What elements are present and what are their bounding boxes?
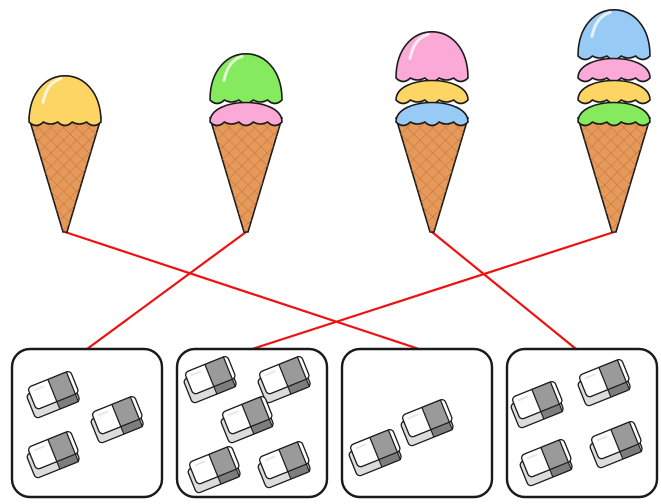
- scoop-pink: [209, 101, 283, 127]
- cone-waffle-pattern: [578, 118, 650, 232]
- scoop-yellow: [395, 79, 469, 105]
- ice-cream-row: [27, 9, 652, 233]
- ice-cream-3: [394, 31, 470, 233]
- eraser-icon: [220, 395, 274, 444]
- eraser-box-4[interactable]: [505, 347, 659, 499]
- eraser-icon: [90, 395, 144, 444]
- match-line-2-to-box-1[interactable]: [86, 231, 247, 350]
- eraser-icon: [257, 440, 311, 489]
- eraser-box-3[interactable]: [340, 347, 494, 499]
- connection-lines: [64, 230, 615, 351]
- scoop-blue: [395, 101, 469, 127]
- scoop-highlight: [408, 32, 430, 60]
- scoop-highlight: [41, 76, 63, 104]
- eraser-box-row: [10, 347, 659, 499]
- eraser-box-1[interactable]: [10, 347, 164, 499]
- eraser-icon: [577, 358, 631, 407]
- match-line-3-to-box-4[interactable]: [431, 231, 577, 350]
- eraser-icon: [183, 355, 237, 404]
- scoop-yellow: [28, 75, 102, 127]
- eraser-icon: [257, 355, 311, 404]
- eraser-icon: [187, 445, 241, 494]
- cone-waffle-pattern: [396, 118, 468, 232]
- eraser-icon: [400, 398, 454, 447]
- ice-cream-2: [208, 53, 284, 233]
- match-line-4-to-box-2[interactable]: [251, 230, 615, 351]
- eraser-icon: [26, 430, 80, 479]
- ice-cream-4: [576, 9, 652, 233]
- eraser-icon: [510, 380, 564, 429]
- eraser-icon: [26, 370, 80, 419]
- match-line-1-to-box-3[interactable]: [64, 230, 420, 351]
- eraser-icon: [519, 438, 573, 487]
- cone-waffle-pattern: [210, 118, 282, 232]
- scoop-blue: [577, 9, 651, 61]
- eraser-icon: [589, 420, 643, 469]
- scoop-pink: [577, 57, 651, 83]
- scoop-pink: [395, 31, 469, 83]
- eraser-box-2[interactable]: [175, 347, 329, 499]
- scoop-yellow: [577, 79, 651, 105]
- scoop-green: [209, 53, 283, 105]
- cone-waffle-pattern: [29, 118, 101, 232]
- scoop-highlight: [222, 54, 244, 82]
- eraser-icon: [348, 428, 402, 477]
- scoop-green: [577, 101, 651, 127]
- ice-cream-1: [27, 75, 103, 233]
- scoop-highlight: [590, 10, 612, 38]
